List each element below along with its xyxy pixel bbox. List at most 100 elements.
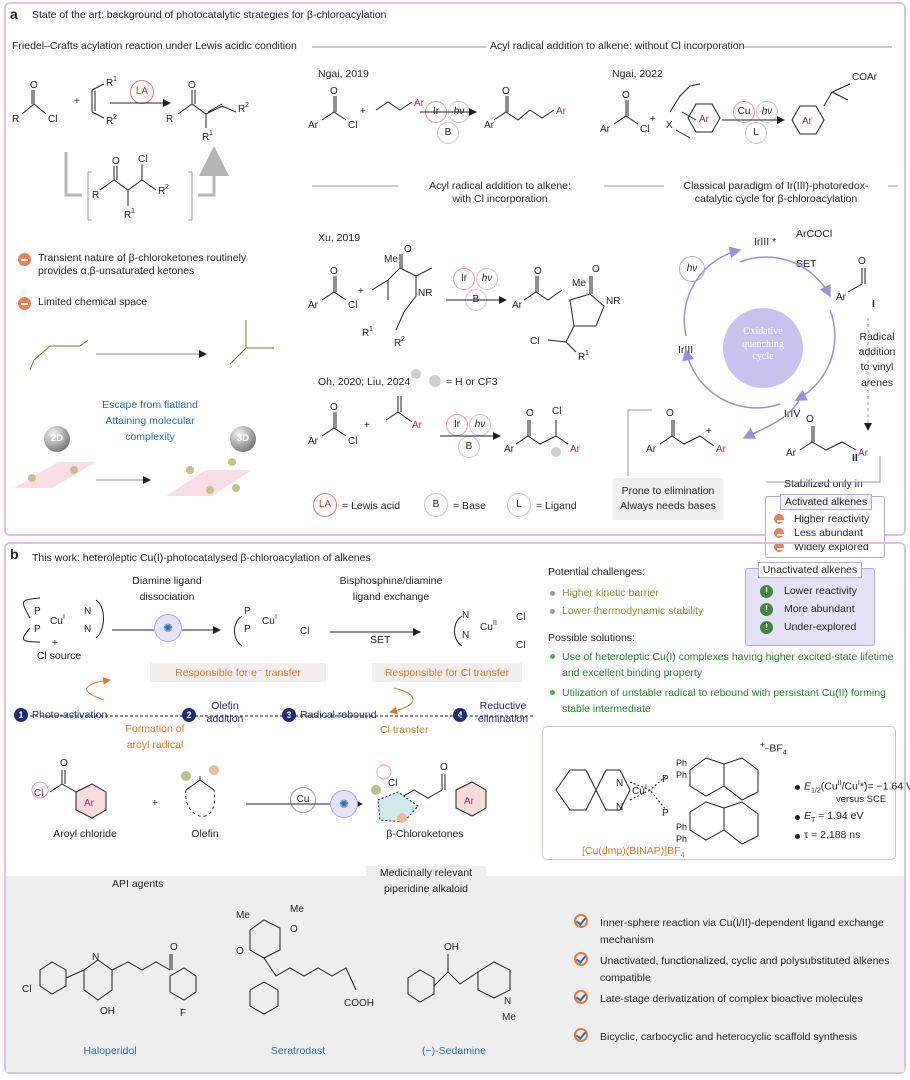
- ngai-2019: Ngai, 2019: [318, 68, 369, 80]
- svg-text:Ar: Ar: [504, 444, 515, 455]
- activated-title: Activated alkenes: [784, 496, 868, 508]
- svg-text:Ph: Ph: [676, 770, 687, 780]
- svg-text:Ar: Ar: [464, 796, 475, 807]
- svg-text:O: O: [622, 90, 630, 101]
- svg-text:1: 1: [131, 208, 135, 215]
- exclamation-icon: !: [760, 621, 773, 634]
- bullet-dot: [550, 690, 555, 695]
- ir3-star: IrIII *: [754, 236, 777, 248]
- svg-text:Cl: Cl: [348, 300, 357, 311]
- h-or-cf3-label: = H or CF3: [446, 376, 498, 388]
- svg-text:2: 2: [401, 336, 405, 343]
- svg-text:P: P: [34, 606, 41, 617]
- svg-text:Ar: Ar: [84, 798, 95, 809]
- svg-text:NR: NR: [418, 288, 432, 299]
- svg-text:Cl: Cl: [530, 336, 539, 347]
- olefin-label: Olefin: [191, 828, 219, 840]
- svg-text:O: O: [806, 414, 814, 425]
- product-label: β-Chloroketones: [386, 828, 464, 840]
- feature-item: Late-stage derivatization of complex bio…: [600, 993, 863, 1005]
- legend-la: = Lewis acid: [342, 500, 401, 512]
- activated-item: Higher reactivity: [794, 513, 870, 525]
- svg-text:Ar: Ar: [484, 120, 495, 131]
- stabilized-text: Stabilized only in: [784, 478, 863, 490]
- svg-text:Ar: Ar: [412, 420, 423, 431]
- svg-text:Me: Me: [384, 254, 398, 265]
- unactivated-item: Under-explored: [784, 621, 857, 633]
- vs-sce: versus SCE: [836, 794, 887, 805]
- svg-text:R: R: [106, 116, 113, 127]
- feature-item: Bicyclic, carbocyclic and heterocyclic s…: [600, 1031, 858, 1043]
- svg-text:P: P: [244, 606, 251, 617]
- svg-text:O: O: [330, 86, 338, 97]
- checkmark-icon: [574, 990, 588, 1004]
- bullet-dot: [795, 785, 800, 790]
- svg-text:I: I: [63, 614, 65, 621]
- svg-text:R: R: [394, 338, 401, 349]
- unactivated-item: More abundant: [784, 603, 855, 615]
- svg-text:Ar: Ar: [802, 116, 813, 127]
- svg-text:X: X: [666, 120, 673, 131]
- svg-text:I: I: [645, 784, 647, 791]
- panel-a-title: State of the art: background of photocat…: [32, 9, 387, 21]
- svg-text:Cl: Cl: [388, 778, 397, 789]
- minus-icon: [774, 514, 784, 524]
- seratrodast-label: Seratrodast: [270, 1045, 326, 1057]
- svg-text:O: O: [666, 408, 674, 419]
- svg-text:OH: OH: [444, 942, 459, 953]
- complex-box: [542, 726, 896, 860]
- svg-text:Ar: Ar: [786, 448, 797, 459]
- svg-text:COOH: COOH: [344, 998, 374, 1009]
- lamp-icon: ✺: [330, 790, 358, 818]
- base-circle-1: B: [437, 122, 459, 144]
- complex-name: [Cu(dmp)(BINAP)]BF4: [582, 845, 685, 860]
- resp-cl-box: [372, 663, 522, 682]
- exclamation-icon: !: [760, 585, 773, 598]
- svg-text:O: O: [188, 80, 196, 91]
- svg-text:O: O: [112, 156, 120, 167]
- svg-text:Me: Me: [290, 904, 304, 915]
- unactivated-title-box: [758, 562, 862, 578]
- svg-text:+: +: [364, 420, 370, 431]
- svg-text:Ar: Ar: [414, 98, 425, 109]
- orb-2d-icon: 2D: [44, 426, 70, 452]
- e-half-value: E1/2(CuII/CuI*)= −1.64 V: [804, 780, 910, 795]
- minus-icon: [18, 253, 31, 266]
- svg-text:O: O: [404, 244, 412, 255]
- checkmark-icon: [574, 952, 588, 966]
- bullet-dot: [550, 654, 555, 659]
- tau-value: τ = 2,188 ns: [804, 829, 861, 841]
- svg-text:+: +: [360, 106, 366, 117]
- limitation-1: Transient nature of β-chloroketones rout…: [38, 252, 247, 278]
- feature-item: Unactivated, functionalized, cyclic and …: [600, 955, 890, 984]
- svg-text:Cl: Cl: [640, 124, 649, 135]
- svg-text:P: P: [662, 808, 669, 819]
- checkmark-icon: [574, 1028, 588, 1042]
- step-1-badge: 1: [14, 708, 28, 722]
- step-2-badge: 2: [182, 708, 196, 722]
- svg-text:O: O: [170, 942, 178, 953]
- svg-text:Ar: Ar: [836, 292, 847, 303]
- svg-text:Cu: Cu: [632, 786, 645, 797]
- svg-text:Cl: Cl: [348, 436, 357, 447]
- solutions-title: Possible solutions:: [548, 632, 635, 644]
- svg-text:N: N: [92, 952, 99, 963]
- challenge-2: Lower thermodynamic stability: [562, 605, 704, 617]
- panel-b-letter: b: [10, 546, 19, 562]
- svg-text:2: 2: [113, 114, 117, 121]
- svg-text:R: R: [166, 114, 173, 125]
- unactivated-title: Unactivated alkenes: [762, 564, 858, 576]
- svg-text:Ar: Ar: [308, 120, 319, 131]
- bullet-dot: [550, 591, 555, 596]
- svg-text:R: R: [12, 114, 19, 125]
- unactivated-item: Lower reactivity: [784, 585, 857, 597]
- svg-text:N: N: [462, 610, 469, 621]
- resp-cl-text: Responsible for Cl transfer: [384, 667, 510, 679]
- svg-text:Ar: Ar: [858, 448, 869, 459]
- svg-text:2: 2: [245, 102, 249, 109]
- svg-text:NR: NR: [606, 296, 620, 307]
